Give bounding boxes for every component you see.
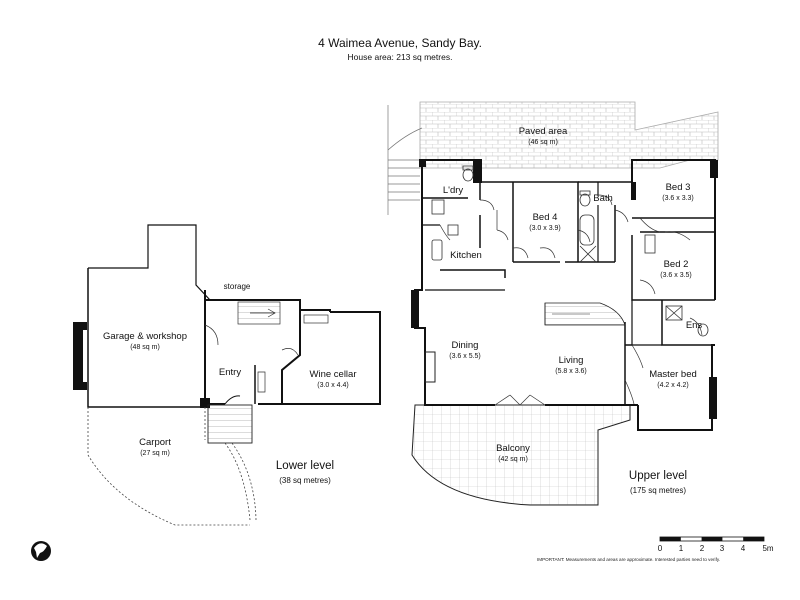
room-name: Living xyxy=(558,355,584,366)
room-storage: storage xyxy=(224,282,251,291)
scale-tick-4: 4 xyxy=(740,544,746,553)
room-paved-area: Paved area (46 sq m) xyxy=(518,126,568,147)
room-name: Bath xyxy=(593,193,613,204)
room-dims: (5.8 x 3.6) xyxy=(555,367,587,375)
room-name: Bed 4 xyxy=(532,212,558,223)
wine-racks xyxy=(303,314,329,324)
scale-tick-2: 2 xyxy=(699,544,705,553)
paved-area xyxy=(419,101,719,169)
page-title: 4 Waimea Avenue, Sandy Bay. xyxy=(318,36,482,50)
room-kitchen: Kitchen xyxy=(450,250,482,262)
scale-tick-0: 0 xyxy=(657,544,663,553)
room-name: Entry xyxy=(218,367,242,378)
room-name: Bed 3 xyxy=(665,182,691,193)
fireplace xyxy=(424,351,436,383)
scale-bar xyxy=(659,536,765,542)
room-dims: (46 sq m) xyxy=(528,138,558,146)
room-name: storage xyxy=(223,282,251,291)
toilet-icon xyxy=(462,165,709,337)
lower-level-label: Lower level (38 sq metres) xyxy=(276,460,334,485)
entry-steps xyxy=(207,404,253,444)
scale-tick-1: 1 xyxy=(678,544,684,553)
scale-tick-3: 3 xyxy=(719,544,725,553)
level-area: (38 sq metres) xyxy=(279,476,331,486)
upper-fixtures xyxy=(431,199,683,321)
level-name: Upper level xyxy=(628,470,688,482)
room-bath: Bath xyxy=(593,193,613,205)
bird-logo-icon xyxy=(31,541,51,561)
room-bed-4: Bed 4 (3.0 x 3.9) xyxy=(529,212,561,233)
room-wine-cellar: Wine cellar (3.0 x 4.4) xyxy=(309,369,357,390)
interior-staircase xyxy=(544,302,626,326)
outdoor-steps xyxy=(387,105,423,215)
room-dims: (3.6 x 5.5) xyxy=(449,352,481,360)
room-name: Dining xyxy=(451,340,479,351)
room-ensuite: Ens xyxy=(685,320,703,332)
upper-wall-thick xyxy=(411,159,718,419)
carport-outline xyxy=(87,407,257,526)
lower-wall-thick xyxy=(73,322,210,408)
room-name: Kitchen xyxy=(450,250,482,261)
room-name: Wine cellar xyxy=(309,369,357,380)
room-name: Garage & workshop xyxy=(103,331,187,342)
room-dims: (3.0 x 3.9) xyxy=(529,224,561,232)
disclaimer-lead: IMPORTANT: xyxy=(537,557,565,562)
lower-staircase xyxy=(237,301,281,325)
room-dims: (42 sq m) xyxy=(498,455,528,463)
room-living: Living (5.8 x 3.6) xyxy=(555,355,587,376)
room-balcony: Balcony (42 sq m) xyxy=(496,443,530,464)
room-dims: (3.6 x 3.3) xyxy=(662,194,694,202)
room-master-bed: Master bed (4.2 x 4.2) xyxy=(649,369,697,390)
room-garage: Garage & workshop (48 sq m) xyxy=(103,331,187,352)
room-name: L'dry xyxy=(442,185,464,196)
disclaimer: IMPORTANT: Measurements and areas are ap… xyxy=(537,557,720,562)
level-name: Lower level xyxy=(275,460,335,472)
upper-level-label: Upper level (175 sq metres) xyxy=(629,470,687,495)
scale-tick-5: 5m xyxy=(762,544,774,553)
room-name: Carport xyxy=(139,437,171,448)
room-name: Balcony xyxy=(496,443,530,454)
level-area: (175 sq metres) xyxy=(629,486,687,496)
room-entry: Entry xyxy=(218,367,242,379)
balcony-deck xyxy=(411,404,631,506)
room-bed-2: Bed 2 (3.6 x 3.5) xyxy=(660,259,692,280)
upper-doors xyxy=(439,194,703,406)
room-dims: (3.0 x 4.4) xyxy=(317,381,349,389)
upper-level-walls xyxy=(414,159,716,431)
room-dims: (48 sq m) xyxy=(130,343,160,351)
room-dims: (4.2 x 4.2) xyxy=(657,381,689,389)
lower-doors xyxy=(204,324,299,393)
disclaimer-text: Measurements and areas are approximate. … xyxy=(565,557,721,562)
room-dining: Dining (3.6 x 5.5) xyxy=(449,340,481,361)
room-bed-3: Bed 3 (3.6 x 3.3) xyxy=(662,182,694,203)
room-dims: (3.6 x 3.5) xyxy=(660,271,692,279)
room-name: Bed 2 xyxy=(663,259,689,270)
room-laundry: L'dry xyxy=(442,185,464,197)
house-area-subtitle: House area: 213 sq metres. xyxy=(347,52,453,62)
room-carport: Carport (27 sq m) xyxy=(139,437,171,458)
room-dims: (27 sq m) xyxy=(140,449,170,457)
room-name: Master bed xyxy=(649,369,697,380)
room-name: Paved area xyxy=(518,126,568,137)
room-name: Ens xyxy=(685,320,703,331)
